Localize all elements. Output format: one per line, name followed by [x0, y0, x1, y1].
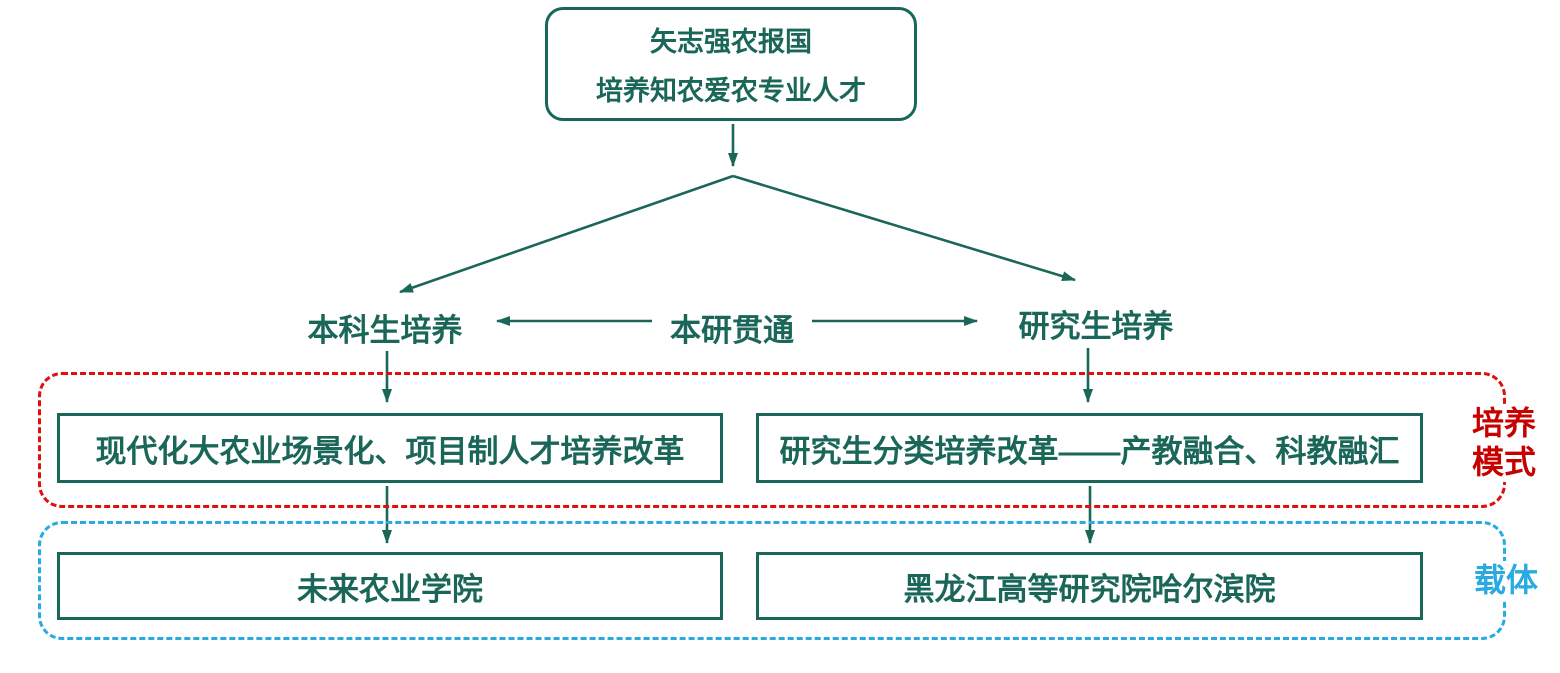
future-agriculture-college-box: 未来农业学院: [57, 552, 723, 620]
undergrad-reform-box: 现代化大农业场景化、项目制人才培养改革: [57, 413, 723, 483]
arrow-junction-to-undergraduate: [399, 174, 734, 294]
node-undergraduate-training: 本科生培养: [307, 313, 463, 348]
root-node-line2: 培养知农爱农专业人才: [596, 76, 866, 106]
training-mode-label-line1: 培养: [1471, 405, 1536, 441]
root-node-line1: 矢志强农报国: [650, 27, 812, 57]
training-mode-label-line2: 模式: [1471, 444, 1536, 480]
heilongjiang-institute-box: 黑龙江高等研究院哈尔滨院: [756, 552, 1423, 620]
arrow-junction-to-graduate: [732, 174, 1076, 282]
graduate-reform-box: 研究生分类培养改革——产教融合、科教融汇: [756, 413, 1423, 483]
training-mode-label: 培养 模式: [1454, 404, 1554, 482]
node-undergrad-graduate-integration: 本研贯通: [670, 313, 794, 348]
node-graduate-training: 研究生培养: [1018, 309, 1174, 344]
root-node: 矢志强农报国 培养知农爱农专业人才: [545, 7, 917, 121]
carrier-label: 载体: [1460, 561, 1552, 599]
